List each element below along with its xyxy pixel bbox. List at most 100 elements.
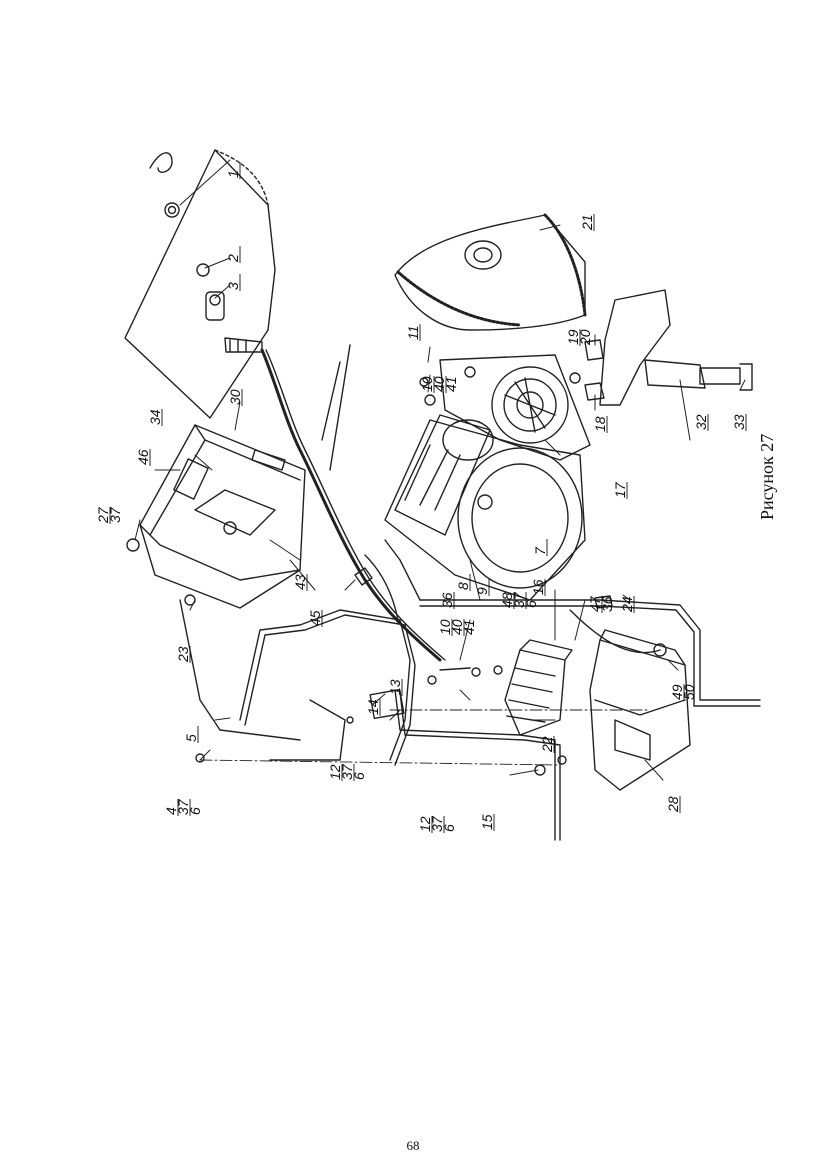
callout-21: 21 <box>579 214 595 231</box>
page-number: 68 <box>406 1138 420 1153</box>
callout-45: 45 <box>307 610 323 627</box>
callout-17: 17 <box>612 481 628 499</box>
callout-number: 13 <box>387 679 403 695</box>
callout-number: 5 <box>183 734 199 742</box>
callout-number: 47 <box>587 595 603 612</box>
callout-number: 30 <box>227 389 243 405</box>
callout-number: 6 <box>351 772 367 780</box>
callout-number: 40 <box>431 376 447 392</box>
flywheel-ring-gear <box>394 213 587 331</box>
leader-lines <box>134 159 746 781</box>
callout-number: 37 <box>429 815 445 832</box>
callout-28: 28 <box>665 796 681 813</box>
callout-13: 13 <box>387 679 403 696</box>
callout-number: 37 <box>175 798 191 815</box>
callout-46: 46 <box>135 449 151 466</box>
callout-number: 15 <box>479 814 495 830</box>
callout-number: 36 <box>599 596 615 612</box>
callout-number: 36 <box>439 592 455 608</box>
callout-number: 2 <box>225 254 241 263</box>
callout-number: 20 <box>577 329 593 346</box>
callout-number: 12 <box>327 764 343 780</box>
callout-number: 23 <box>175 646 191 663</box>
callout-number: 11 <box>405 325 421 340</box>
callout-7: 7 <box>532 539 548 556</box>
callout-number: 40 <box>449 619 465 635</box>
callout-43: 43 <box>292 574 308 591</box>
callout-number: 6 <box>187 807 203 815</box>
figure-caption: Рисунок 27 <box>757 433 777 520</box>
callout-34: 34 <box>147 409 163 426</box>
center-lines <box>199 709 651 766</box>
callout-32: 32 <box>693 414 709 431</box>
callout-number: 17 <box>612 481 628 498</box>
callout-number: 48 <box>499 592 515 608</box>
callout-number: 34 <box>147 409 163 425</box>
relay-block <box>504 639 573 736</box>
callout-number: 33 <box>731 414 747 430</box>
callout-number: 43 <box>292 574 308 590</box>
callout-number: 3 <box>225 282 241 290</box>
callout-number: 1 <box>225 170 241 178</box>
callout-33: 33 <box>731 414 747 431</box>
callout-number: 22 <box>539 736 555 753</box>
callout-number: 12 <box>417 816 433 832</box>
wiring-harness <box>179 344 761 841</box>
callout-36: 36 <box>439 592 455 609</box>
mounting-bracket <box>599 289 753 406</box>
callout-22: 22 <box>539 736 555 753</box>
callout-number: 8 <box>455 582 471 590</box>
callout-number: 9 <box>474 587 490 595</box>
callout-number: 45 <box>307 610 323 626</box>
callout-number: 24 <box>619 596 635 613</box>
callout-number: 37 <box>511 591 527 608</box>
callout-number: 6 <box>441 824 457 832</box>
callout-15: 15 <box>479 814 495 831</box>
starter-flange <box>439 354 591 461</box>
callout-18: 18 <box>592 416 608 433</box>
callout-2: 2 <box>225 246 241 263</box>
callout-number: 18 <box>592 416 608 432</box>
battery <box>126 424 306 609</box>
callout-number: 16 <box>530 579 546 595</box>
callout-number: 21 <box>579 214 595 231</box>
callout-number: 10 <box>419 376 435 392</box>
callout-number: 41 <box>443 376 459 392</box>
callout-14: 14 <box>365 699 381 716</box>
callout-23: 23 <box>175 646 191 663</box>
callout-30: 30 <box>227 389 243 406</box>
callout-number: 27 <box>95 506 111 524</box>
callout-number: 14 <box>365 699 381 715</box>
callout-9: 9 <box>474 579 490 596</box>
callout-number: 50 <box>681 684 697 700</box>
callout-1: 1 <box>225 162 241 179</box>
control-panel-plate <box>124 149 276 419</box>
callout-number: 37 <box>339 763 355 780</box>
callout-number: 19 <box>565 329 581 345</box>
small-hardware <box>195 567 667 776</box>
callout-24: 24 <box>619 596 635 613</box>
callout-16: 16 <box>530 579 546 596</box>
callout-11: 11 <box>405 324 421 341</box>
callout-number: 49 <box>669 684 685 700</box>
starter-motor <box>384 414 586 601</box>
callout-number: 7 <box>532 546 548 555</box>
callout-8: 8 <box>455 574 471 591</box>
callout-number: 32 <box>693 414 709 430</box>
callout-number: 6 <box>523 600 539 608</box>
callout-5: 5 <box>183 726 199 743</box>
callout-number: 46 <box>135 449 151 465</box>
callout-number: 4 <box>163 807 179 815</box>
callout-3: 3 <box>225 274 241 291</box>
